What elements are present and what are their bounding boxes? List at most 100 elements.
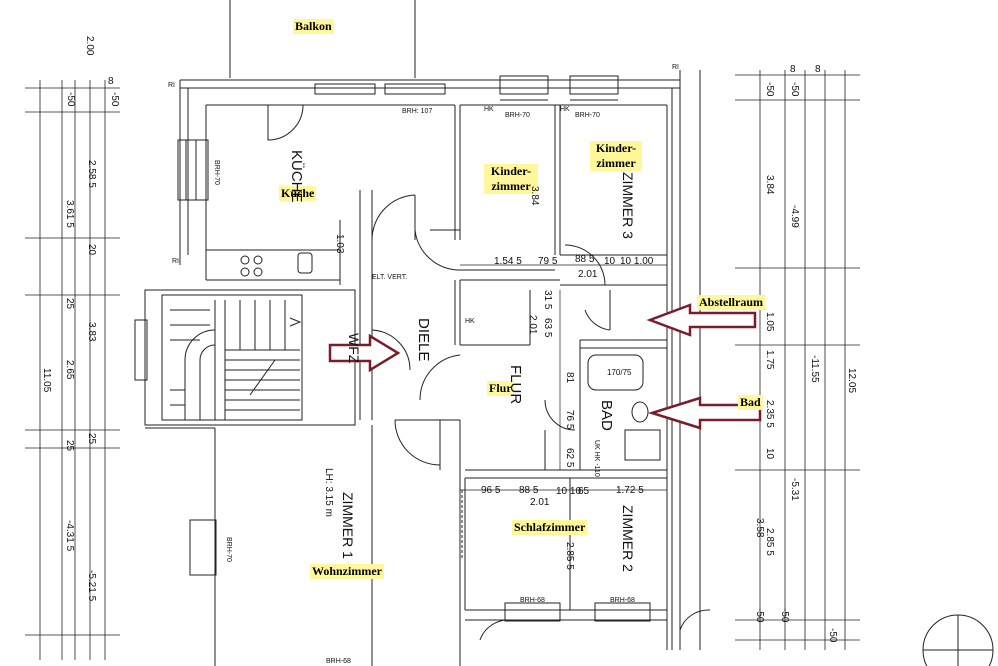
dimension-label: 2.01 bbox=[527, 315, 538, 335]
dimension-label: -50 bbox=[779, 608, 790, 623]
dimension-label: -4.31 5 bbox=[64, 520, 75, 552]
diele-door-swing bbox=[371, 194, 416, 241]
dimension-label: 1.54 5 bbox=[494, 256, 522, 267]
room-label-line: zimmer bbox=[491, 179, 531, 193]
dimension-label: 2.85 5 bbox=[564, 542, 575, 570]
dimension-label: 25 bbox=[64, 298, 75, 310]
dimension-label: 11.05 bbox=[41, 368, 52, 393]
annotation-ri: RI bbox=[672, 64, 679, 71]
annotation-uk-hk: UK HK -110 bbox=[593, 440, 600, 477]
dimension-label: 10 1.00 bbox=[620, 256, 654, 267]
plan-text-lh: LH: 3.15 m bbox=[323, 468, 334, 517]
arrow-diele bbox=[328, 333, 401, 373]
dimension-label: 3.84 bbox=[764, 175, 775, 195]
annotation-brh107: BRH: 107 bbox=[402, 108, 433, 115]
dimension-label: 12.05 bbox=[846, 368, 857, 394]
dimension-label: 10 bbox=[604, 256, 616, 267]
dimension-label: 2.65 bbox=[64, 360, 75, 380]
dimension-label: 8 bbox=[790, 64, 796, 75]
dimension-label: 65 bbox=[578, 486, 590, 497]
dimension-label: -50 bbox=[789, 82, 800, 97]
annotation-brh68: BRH-68 bbox=[610, 597, 635, 604]
annotation-ri: RI bbox=[168, 82, 175, 89]
room-label-bad: Bad bbox=[738, 395, 763, 410]
dimension-label: 79 5 bbox=[538, 256, 558, 267]
plan-text-bad: BAD bbox=[598, 400, 615, 431]
dimension-label: -50 bbox=[109, 92, 120, 107]
annotation-hk: HK bbox=[484, 106, 494, 113]
kitchen-window bbox=[177, 139, 209, 201]
dimension-label: 10 10 bbox=[556, 486, 582, 497]
dimension-label: 62 5 bbox=[564, 448, 575, 468]
room-label-abstellraum: Abstellraum bbox=[697, 295, 765, 310]
arrow-abstellraum bbox=[646, 303, 757, 337]
bathtub bbox=[587, 354, 644, 391]
kitchen-door-swing bbox=[267, 104, 304, 141]
dimension-label: 3.84 bbox=[529, 186, 540, 206]
dimension-label: 1.75 bbox=[764, 350, 775, 370]
room-label-kinderzimmer-1: Kinder- zimmer bbox=[484, 164, 538, 194]
room-label-line: zimmer bbox=[596, 156, 636, 170]
dimension-label: -50 bbox=[764, 82, 775, 97]
dimension-label: 31 5 bbox=[542, 290, 553, 310]
top-facade bbox=[179, 79, 680, 650]
dimension-label: 3.83 bbox=[86, 322, 97, 342]
dimension-label: -50 bbox=[65, 92, 76, 107]
arrow-bad bbox=[647, 396, 762, 430]
room-label-line: Kinder- bbox=[595, 141, 637, 155]
annotation-brh70-side: BRH-70 bbox=[213, 160, 220, 185]
dimension-label: 2.58 5 bbox=[86, 160, 97, 188]
dimension-label: 88 5 bbox=[575, 254, 595, 265]
dimension-label: 96 5 bbox=[481, 485, 501, 496]
plan-text-zimmer-2: ZIMMER 2 bbox=[620, 505, 636, 572]
annotation-brh70: BRH-70 bbox=[575, 112, 600, 119]
dimension-label: 1.72 5 bbox=[616, 485, 644, 496]
annotation-ri: RI bbox=[172, 258, 179, 265]
dimension-label: 1.05 bbox=[764, 312, 775, 332]
plan-text-kueche: KÜCHE bbox=[288, 150, 305, 203]
annotation-brh68: BRH-68 bbox=[326, 658, 351, 665]
dimension-label: 63 5 bbox=[542, 318, 553, 338]
left-dimension-lines bbox=[25, 80, 120, 660]
top-windows bbox=[314, 75, 619, 101]
dimension-label: 2.01 bbox=[530, 497, 550, 508]
plan-text-diele: DIELE bbox=[415, 318, 432, 362]
room-label-flur: Flur bbox=[487, 381, 514, 396]
dimension-label: 8 bbox=[108, 76, 114, 87]
dimension-label: 2.35 5 bbox=[764, 400, 775, 428]
dimension-label: 2.85 5 bbox=[764, 528, 775, 556]
room-label-kinderzimmer-2: Kinder- zimmer bbox=[590, 141, 642, 171]
dimension-label: 2.00 bbox=[84, 36, 95, 56]
plan-text-flur: FLUR bbox=[507, 365, 524, 405]
stairwell bbox=[144, 289, 356, 426]
annotation-brh70: BRH-70 bbox=[505, 112, 530, 119]
annotation-hk: HK bbox=[560, 106, 570, 113]
dimension-label: 10 bbox=[764, 448, 775, 460]
dimension-label: 2.01 bbox=[578, 269, 598, 280]
room-label-balkon: Balkon bbox=[293, 19, 334, 34]
room-label-line: Kinder- bbox=[490, 164, 532, 178]
dimension-label: 76 5 bbox=[564, 410, 575, 430]
dimension-label: -50 bbox=[827, 628, 838, 643]
annotation-brh70-zimmer1: BRH-70 bbox=[225, 537, 232, 562]
dimension-label: -50 bbox=[754, 608, 765, 623]
annotation-brh68: BRH-68 bbox=[520, 597, 545, 604]
plan-text-wfz: WFZ bbox=[346, 333, 362, 364]
room-label-wohnzimmer: Wohnzimmer bbox=[310, 564, 384, 579]
room-label-schlafzimmer: Schlafzimmer bbox=[512, 520, 588, 535]
dimension-label: -5.31 bbox=[789, 478, 800, 501]
dimension-label: 25 bbox=[64, 440, 75, 452]
dimension-label: 3.58 bbox=[754, 518, 765, 538]
dimension-label: 20 bbox=[86, 244, 97, 256]
dimension-label: -11.55 bbox=[809, 355, 820, 383]
plan-text-zimmer-1: ZIMMER 1 bbox=[340, 492, 356, 559]
dimension-label: 3.61 5 bbox=[64, 200, 75, 228]
annotation-hk: HK bbox=[465, 318, 475, 325]
room-label-kueche: Küche bbox=[279, 186, 317, 201]
dimension-label: 25 bbox=[86, 433, 97, 445]
dimension-label: 88 5 bbox=[519, 485, 539, 496]
dimension-label: -4.99 bbox=[789, 205, 800, 228]
dimension-label: 8 bbox=[815, 64, 821, 75]
dimension-label: 81 bbox=[564, 372, 575, 384]
